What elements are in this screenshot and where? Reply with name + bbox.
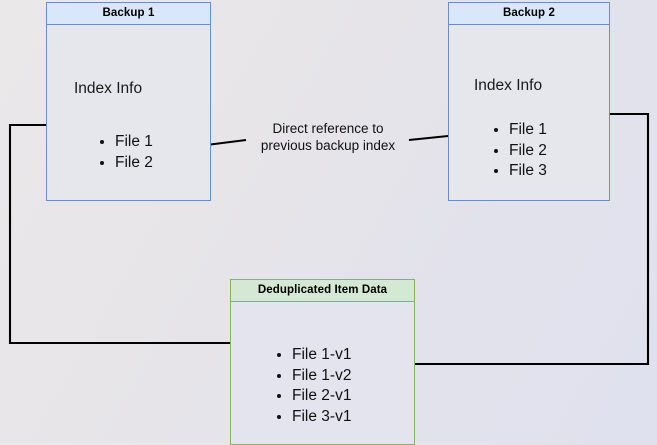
- list-item: File 1: [493, 120, 547, 141]
- list-item: File 2: [493, 141, 547, 162]
- backup-2-index-info-label: Index Info: [474, 77, 543, 94]
- backup-1-file-list: File 1 File 2: [99, 132, 153, 173]
- list-item: File 1-v1: [276, 345, 351, 366]
- node-backup-2-header: Backup 2: [449, 3, 609, 25]
- list-item: File 2: [99, 153, 153, 174]
- node-deduplicated-item-data-body: File 1-v1 File 1-v2 File 2-v1 File 3-v1: [231, 302, 414, 444]
- node-backup-2-body: Index Info File 1 File 2 File 3: [449, 25, 609, 200]
- list-item: File 2-v1: [276, 386, 351, 407]
- list-item: File 3-v1: [276, 407, 351, 428]
- backup-2-file-list: File 1 File 2 File 3: [493, 120, 547, 182]
- edge-label-direct-reference: Direct reference to previous backup inde…: [248, 120, 408, 154]
- node-backup-1-header: Backup 1: [47, 3, 210, 25]
- list-item: File 3: [493, 161, 547, 182]
- node-backup-1[interactable]: Backup 1 Index Info File 1 File 2: [46, 2, 211, 201]
- backup-1-index-info-label: Index Info: [74, 80, 143, 97]
- deduplicated-file-list: File 1-v1 File 1-v2 File 2-v1 File 3-v1: [276, 345, 351, 427]
- edge-label-line-1: Direct reference to: [272, 121, 384, 136]
- node-deduplicated-item-data-header: Deduplicated Item Data: [231, 280, 414, 302]
- edge-label-line-2: previous backup index: [260, 138, 396, 153]
- node-backup-2[interactable]: Backup 2 Index Info File 1 File 2 File 3: [448, 2, 610, 201]
- connector-backup2-file1-to-dedup: [382, 112, 650, 368]
- list-item: File 1: [99, 132, 153, 153]
- node-deduplicated-item-data[interactable]: Deduplicated Item Data File 1-v1 File 1-…: [230, 279, 415, 445]
- list-item: File 1-v2: [276, 366, 351, 387]
- node-backup-1-body: Index Info File 1 File 2: [47, 25, 210, 200]
